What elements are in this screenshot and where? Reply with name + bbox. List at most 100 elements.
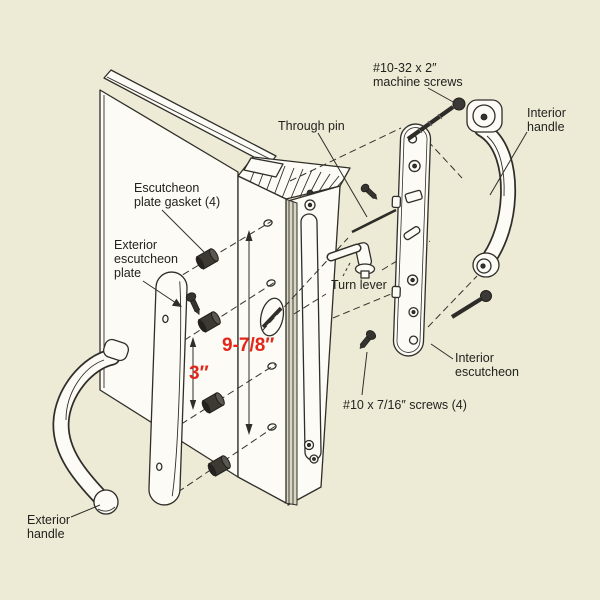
label-gasket-1: Escutcheon — [134, 181, 199, 195]
interior-escutcheon — [391, 123, 432, 357]
label-exterior-handle-2: handle — [27, 527, 65, 541]
label-exterior-plate-2: escutcheon — [114, 252, 178, 266]
leader-turn-lever — [342, 262, 351, 277]
label-through-pin: Through pin — [278, 119, 345, 133]
label-interior-handle-1: Interior — [527, 106, 566, 120]
exterior-handle-highlight — [65, 359, 105, 421]
slot-boss-center — [306, 442, 311, 447]
glazing-strip — [103, 69, 277, 166]
stile-end-cap — [243, 157, 284, 178]
arrowhead-down — [189, 400, 197, 410]
gasket — [207, 455, 231, 477]
leader-interior-handle — [489, 131, 528, 196]
arrowhead-up — [245, 230, 253, 241]
escutcheon-boss-center — [412, 163, 417, 169]
stile-groove — [284, 198, 298, 506]
leader-gasket — [161, 209, 205, 253]
leader-machine-screws — [427, 87, 456, 104]
escutcheon-slot — [403, 226, 421, 241]
mounting-screw — [360, 183, 378, 200]
turn-lever-grip — [328, 245, 360, 260]
interior-handle-grip — [475, 122, 515, 264]
glazing-strip-line — [106, 76, 273, 161]
interior-escutcheon-body — [392, 123, 432, 357]
plate-hole — [155, 462, 163, 471]
label-exterior-plate-3: plate — [114, 266, 141, 280]
turn-lever — [326, 242, 376, 279]
exterior-handle — [52, 338, 130, 515]
lock-stile — [237, 156, 351, 506]
interior-handle-bottom-hub-hole — [480, 263, 486, 269]
machine-screw-shaft — [406, 105, 455, 141]
escutcheon-tab — [391, 285, 401, 299]
exterior-handle-foot-line — [97, 506, 116, 512]
slot-boss-center — [312, 457, 316, 461]
leader-interior-escutcheon — [430, 343, 454, 360]
leader-arrowhead — [171, 298, 182, 307]
label-interior-handle-2: handle — [527, 120, 565, 134]
glazing-strip-face — [103, 69, 277, 166]
interior-handle-highlight — [486, 135, 505, 197]
machine-screw-top — [406, 97, 466, 141]
escutcheon-boss-center — [410, 277, 415, 283]
turn-lever-stem — [360, 270, 370, 279]
exterior-escutcheon-plate — [148, 271, 188, 506]
stile-hole — [267, 423, 277, 431]
mounting-screw — [185, 292, 201, 316]
label-machine-screws-2: machine screws — [373, 75, 463, 89]
escutcheon-tab — [391, 195, 402, 209]
through-pin — [351, 208, 397, 234]
plate-hole — [162, 314, 169, 324]
centerline — [427, 275, 478, 328]
leader-exterior-handle — [70, 504, 101, 518]
exterior-plate-body — [148, 271, 188, 506]
label-exterior-handle-1: Exterior — [27, 513, 70, 527]
exterior-handle-foot — [93, 489, 119, 515]
mounting-screw — [359, 330, 377, 349]
leader-screws — [361, 351, 368, 396]
centerline — [171, 363, 277, 431]
machine-screw-head — [480, 290, 492, 302]
escutcheon-boss — [408, 335, 419, 345]
exterior-plate-edge — [171, 281, 182, 497]
label-machine-screws-1: #10-32 x 2″ — [373, 61, 437, 75]
centerline — [163, 220, 273, 287]
dimension-value: 9-7/8″ — [222, 335, 274, 356]
label-exterior-plate-1: Exterior — [114, 238, 157, 252]
slot-boss-center — [307, 202, 313, 208]
escutcheon-plate-gaskets — [195, 248, 231, 477]
gasket — [195, 248, 219, 270]
labels: #10-32 x 2″ machine screws Interior hand… — [27, 61, 566, 541]
stile-groove-lines — [288, 201, 294, 504]
slot-outline — [300, 213, 322, 461]
thumbturn-cam — [261, 306, 283, 329]
leader-through-pin — [317, 132, 368, 218]
label-turn-lever: Turn lever — [331, 278, 387, 292]
label-interior-escutcheon-2: escutcheon — [455, 365, 519, 379]
escutcheon-boss-center — [411, 310, 416, 315]
dimension-gasket-spacing: 3″ — [189, 337, 209, 410]
dimension-value: 3″ — [189, 363, 209, 384]
leader-lines — [70, 87, 528, 518]
interior-escutcheon-inner — [396, 127, 428, 353]
machine-screw-threads — [417, 113, 443, 134]
label-interior-escutcheon-1: Interior — [455, 351, 494, 365]
escutcheon-notch — [404, 189, 423, 204]
interior-handle-top-hub-hole — [480, 113, 488, 121]
machine-screw-shaft — [450, 297, 483, 319]
centerline — [289, 127, 402, 182]
stile-front-face — [237, 175, 287, 504]
machine-screw-head — [452, 97, 466, 111]
leader-exterior-plate — [142, 280, 180, 306]
label-gasket-2: plate gasket (4) — [134, 195, 220, 209]
stile-hole — [266, 279, 276, 287]
stile-lock-slot — [300, 199, 322, 464]
interior-handle — [466, 99, 517, 278]
gasket — [201, 392, 225, 414]
gasket — [197, 311, 221, 333]
centerline — [293, 293, 327, 315]
label-screws: #10 x 7/16″ screws (4) — [343, 398, 467, 412]
machine-screw-bottom — [450, 290, 492, 319]
